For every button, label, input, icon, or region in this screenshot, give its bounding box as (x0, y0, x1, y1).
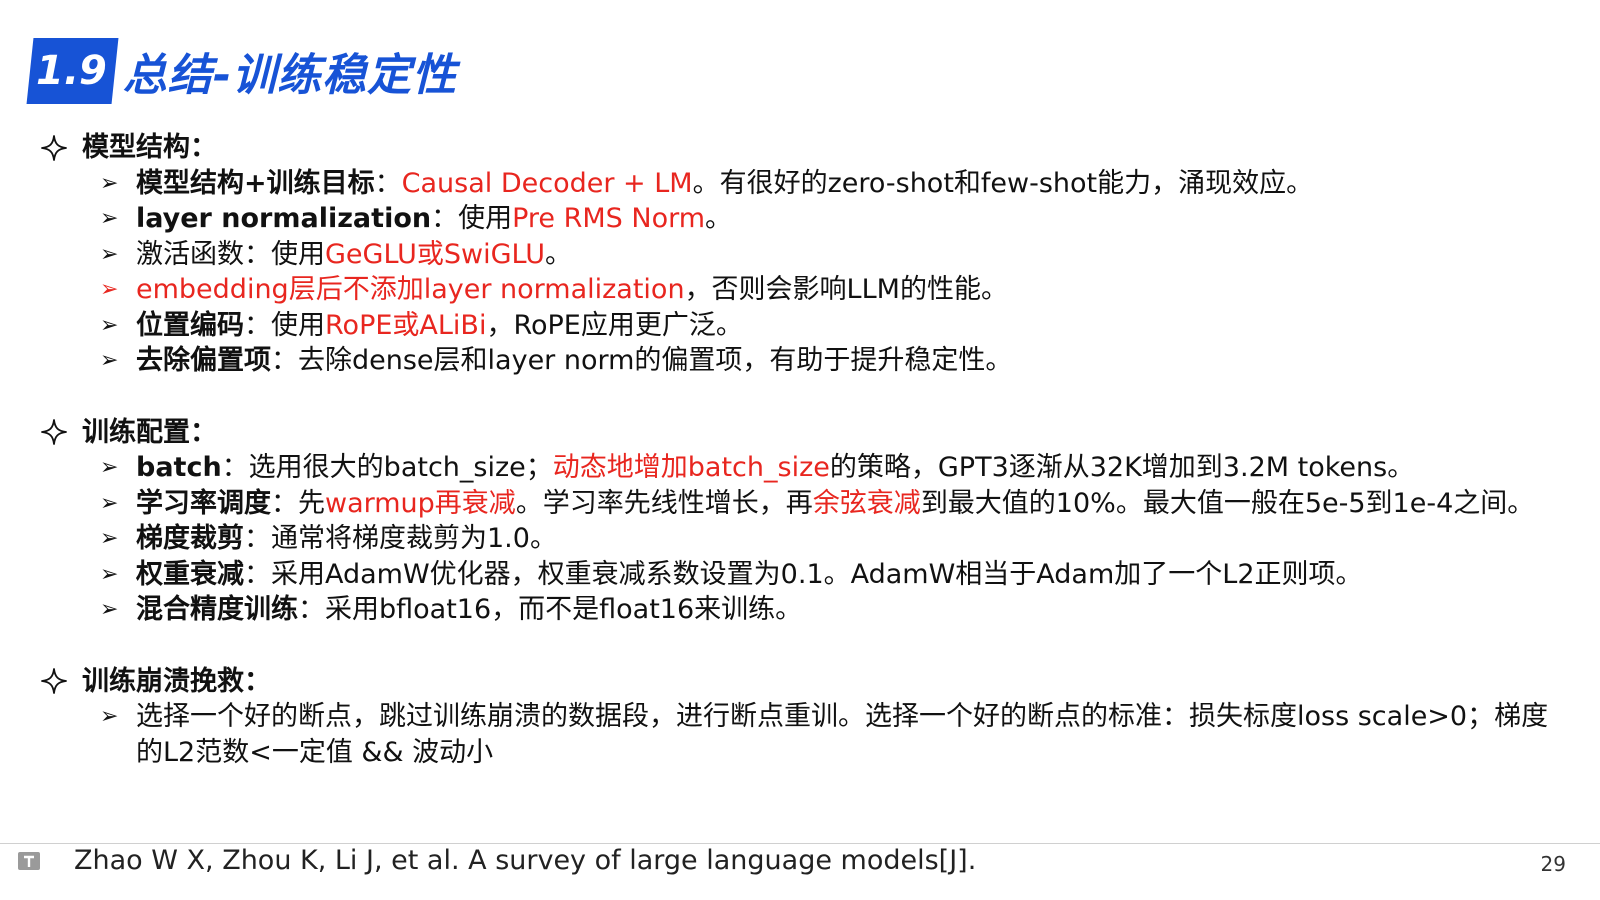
list-item-text: 激活函数：使用GeGLU或SwiGLU。 (136, 237, 1568, 273)
text-segment: ，RoPE应用更广泛。 (486, 309, 743, 341)
list-item-text: embedding层后不添加layer normalization，否则会影响L… (136, 272, 1568, 308)
list-item-text: 去除偏置项：去除dense层和layer norm的偏置项，有助于提升稳定性。 (136, 343, 1568, 379)
text-segment: ：使用 (431, 203, 513, 234)
four-point-star-icon (41, 134, 67, 161)
document-icon (18, 852, 40, 870)
bold-term: 去除偏置项 (136, 345, 271, 376)
text-segment: ，否则会影响LLM的性能。 (684, 274, 1008, 305)
four-point-star-icon (41, 668, 67, 695)
arrow-bullet-icon: ➢ (100, 206, 119, 231)
text-segment: 的策略，GPT3逐渐从32K增加到3.2M tokens。 (829, 452, 1415, 483)
list-item-text: 学习率调度：先warmup再衰减。学习率先线性增长，再余弦衰减到最大值的10%。… (136, 486, 1568, 522)
footer-reference: Zhao W X, Zhou K, Li J, et al. A survey … (74, 845, 977, 876)
highlight-text: 余弦衰减 (812, 487, 921, 519)
text-segment: ：先 (271, 487, 325, 519)
text-segment: ：使用 (244, 309, 325, 341)
four-point-star-icon (41, 419, 67, 446)
page-number: 29 (1540, 852, 1566, 876)
text-segment: 。 (705, 203, 733, 234)
arrow-bullet-icon: ➢ (100, 170, 119, 196)
text-segment: 。有很好的zero-shot和few-shot能力，涌现效应。 (692, 167, 1314, 199)
text-segment: ：采用AdamW优化器，权重衰减系数设置为0.1。AdamW相当于Adam加了一… (244, 558, 1363, 590)
list-item-text: 梯度裁剪：通常将梯度裁剪为1.0。 (136, 521, 1568, 557)
highlight-text: Causal Decoder + LM (401, 167, 693, 199)
arrow-bullet-icon: ➢ (100, 597, 119, 622)
bold-term: 位置编码 (136, 309, 244, 341)
text-segment: 。学习率先线性增长，再 (515, 487, 813, 519)
section-1: 训练配置： ➢ batch：选用很大的batch_size；动态地增加batch_s… (38, 415, 1568, 628)
arrow-bullet-icon: ➢ (100, 704, 119, 729)
arrow-bullet-icon: ➢ (100, 455, 119, 480)
highlight-text: embedding层后不添加layer normalization (136, 274, 685, 305)
section-heading-text: 训练崩溃挽救： (82, 665, 271, 697)
list-item-text: 权重衰减：采用AdamW优化器，权重衰减系数设置为0.1。AdamW相当于Ada… (136, 557, 1568, 593)
list-item-text: 选择一个好的断点，跳过训练崩溃的数据段，进行断点重训。选择一个好的断点的标准：损… (136, 699, 1568, 770)
bullet-list: ➢ 选择一个好的断点，跳过训练崩溃的数据段，进行断点重训。选择一个好的断点的标准：… (38, 699, 1568, 770)
list-item: ➢ batch：选用很大的batch_size；动态地增加batch_size的策… (100, 450, 1568, 486)
arrow-bullet-icon: ➢ (100, 312, 119, 338)
text-segment: ：采用bfloat16，而不是float16来训练。 (298, 594, 803, 625)
section-heading: 训练配置： (38, 415, 1568, 451)
text-segment: ：选用很大的batch_size； (221, 452, 553, 483)
list-item: ➢ embedding层后不添加layer normalization，否则会影响… (100, 272, 1568, 308)
bold-term: 混合精度训练 (136, 594, 298, 625)
section-heading: 训练崩溃挽救： (38, 664, 1568, 700)
text-segment: ：去除dense层和layer norm的偏置项，有助于提升稳定性。 (271, 345, 1013, 376)
highlight-text: warmup再衰减 (325, 487, 516, 519)
section-heading-text: 模型结构： (82, 132, 217, 163)
bold-term: layer normalization (136, 203, 432, 234)
bold-term: 权重衰减 (136, 558, 244, 590)
section-number: 1.9 (36, 48, 107, 94)
arrow-bullet-icon: ➢ (100, 561, 119, 587)
text-segment: 。 (545, 238, 573, 270)
list-item: ➢ layer normalization：使用Pre RMS Norm。 (100, 201, 1568, 237)
highlight-text: RoPE或ALiBi (325, 309, 487, 341)
arrow-bullet-icon: ➢ (100, 490, 119, 516)
list-item-text: 位置编码：使用RoPE或ALiBi，RoPE应用更广泛。 (136, 308, 1568, 344)
arrow-bullet-icon: ➢ (100, 277, 119, 302)
list-item: ➢ 去除偏置项：去除dense层和layer norm的偏置项，有助于提升稳定性。 (100, 343, 1568, 379)
text-segment: ：通常将梯度裁剪为1.0。 (244, 523, 557, 554)
list-item: ➢ 位置编码：使用RoPE或ALiBi，RoPE应用更广泛。 (100, 308, 1568, 344)
section-0: 模型结构： ➢ 模型结构+训练目标：Causal Decoder + LM。有很好的… (38, 130, 1568, 379)
list-item: ➢ 权重衰减：采用AdamW优化器，权重衰减系数设置为0.1。AdamW相当于Ad… (100, 557, 1568, 593)
list-item: ➢ 梯度裁剪：通常将梯度裁剪为1.0。 (100, 521, 1568, 557)
text-segment: 选择一个好的断点，跳过训练崩溃的数据段，进行断点重训。选择一个好的断点的标准：损… (136, 701, 1549, 768)
arrow-bullet-icon: ➢ (100, 526, 119, 551)
section-number-badge: 1.9 (26, 38, 119, 104)
bold-term: 模型结构+训练目标 (136, 167, 375, 199)
list-item-text: batch：选用很大的batch_size；动态地增加batch_size的策略… (136, 450, 1568, 486)
section-2: 训练崩溃挽救： ➢ 选择一个好的断点，跳过训练崩溃的数据段，进行断点重训。选择一个好… (38, 664, 1568, 771)
section-heading-text: 训练配置： (82, 416, 217, 448)
text-segment: ： (374, 167, 402, 199)
text-segment: 激活函数：使用 (136, 238, 325, 270)
page-title: 总结-训练稳定性 (122, 50, 458, 101)
slide-content: 模型结构： ➢ 模型结构+训练目标：Causal Decoder + LM。有很好的… (38, 130, 1568, 770)
list-item: ➢ 混合精度训练：采用bfloat16，而不是float16来训练。 (100, 592, 1568, 628)
highlight-text: GeGLU或SwiGLU (325, 238, 546, 270)
list-item: ➢ 激活函数：使用GeGLU或SwiGLU。 (100, 237, 1568, 273)
bold-term: batch (136, 452, 222, 483)
highlight-text: 动态地增加batch_size (552, 452, 830, 483)
bullet-list: ➢ 模型结构+训练目标：Causal Decoder + LM。有很好的zero-… (38, 166, 1568, 379)
section-heading: 模型结构： (38, 130, 1568, 166)
bold-term: 梯度裁剪 (136, 523, 244, 554)
list-item-text: layer normalization：使用Pre RMS Norm。 (136, 201, 1568, 237)
highlight-text: Pre RMS Norm (512, 203, 706, 234)
slide-title: 1.9 总结-训练稳定性 (26, 36, 458, 106)
arrow-bullet-icon: ➢ (100, 241, 119, 267)
text-segment: 到最大值的10%。最大值一般在5e-5到1e-4之间。 (920, 487, 1535, 519)
footer-divider (0, 843, 1600, 844)
list-item-text: 模型结构+训练目标：Causal Decoder + LM。有很好的zero-s… (136, 166, 1568, 202)
bold-term: 学习率调度 (136, 487, 271, 519)
list-item: ➢ 模型结构+训练目标：Causal Decoder + LM。有很好的zero-… (100, 166, 1568, 202)
list-item-text: 混合精度训练：采用bfloat16，而不是float16来训练。 (136, 592, 1568, 628)
bullet-list: ➢ batch：选用很大的batch_size；动态地增加batch_size的策… (38, 450, 1568, 628)
list-item: ➢ 学习率调度：先warmup再衰减。学习率先线性增长，再余弦衰减到最大值的10%… (100, 486, 1568, 522)
arrow-bullet-icon: ➢ (100, 348, 119, 373)
list-item: ➢ 选择一个好的断点，跳过训练崩溃的数据段，进行断点重训。选择一个好的断点的标准：… (100, 699, 1568, 770)
